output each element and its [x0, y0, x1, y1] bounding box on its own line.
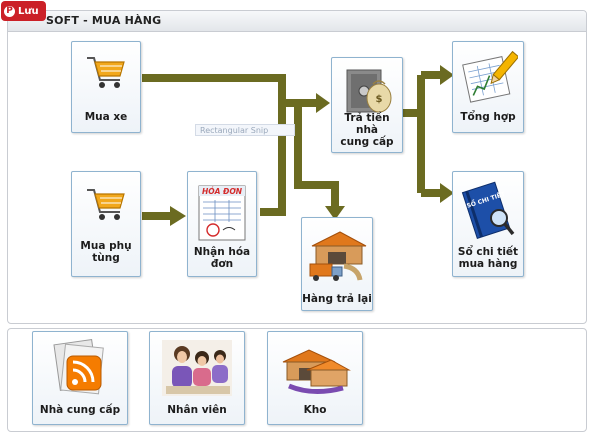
- tong-hop-label: Tổng hợp: [460, 111, 516, 123]
- shopping-cart-icon: [87, 57, 125, 88]
- arrow-mua-xe: [142, 74, 286, 216]
- invoice-title-text: HÓA ĐƠN: [202, 187, 243, 196]
- pinterest-icon: P: [4, 5, 15, 17]
- tra-tien-label-line2: cung cấp: [340, 136, 394, 148]
- save-pin-label: Lưu: [18, 5, 39, 17]
- supplier-rss-icon: [53, 339, 104, 395]
- shopping-cart-icon: [87, 189, 125, 220]
- warehouse-icon: [282, 349, 351, 394]
- tong-hop-button[interactable]: Tổng hợp: [452, 41, 524, 133]
- panel-titlebar: SOFT - MUA HÀNG: [8, 11, 586, 32]
- watermark-text: Rectangular Snip: [200, 126, 269, 135]
- hang-tra-lai-label: Hàng trả lại: [302, 293, 372, 305]
- nha-cung-cap-label: Nhà cung cấp: [39, 404, 121, 416]
- arrowhead-nhan-hoa-don: [170, 206, 186, 226]
- hang-tra-lai-button[interactable]: Hàng trả lại: [301, 217, 373, 311]
- arrow-to-hang-tra-lai: [294, 103, 339, 210]
- report-pencil-icon: [462, 50, 518, 103]
- nhan-hoa-don-button[interactable]: HÓA ĐƠN Nhận hóa đơn: [187, 171, 257, 277]
- so-chi-tiet-label-line1: Sổ chi tiết: [457, 246, 519, 258]
- nhan-vien-button[interactable]: Nhân viên: [149, 331, 245, 425]
- nhan-hoa-don-label-line2: đơn: [210, 258, 234, 270]
- arrowhead-so-chi-tiet: [440, 183, 454, 203]
- mua-phu-tung-label-line1: Mua phụ: [80, 240, 132, 252]
- svg-text:$: $: [376, 94, 383, 105]
- panel-title: SOFT - MUA HÀNG: [46, 14, 162, 27]
- tra-tien-nha-cung-cap-button[interactable]: $ Trả tiền nhà cung cấp: [331, 57, 403, 153]
- return-truck-icon: [309, 231, 367, 281]
- tra-tien-label-line1: Trả tiền nhà: [344, 112, 390, 136]
- invoice-icon: HÓA ĐƠN: [198, 185, 246, 241]
- so-chi-tiet-mua-hang-button[interactable]: SỔ CHI TIẾT Sổ chi tiết mua hàng: [452, 171, 524, 277]
- kho-button[interactable]: Kho: [267, 331, 363, 425]
- arrowhead-tong-hop: [440, 65, 454, 85]
- safe-money-icon: $: [346, 69, 392, 113]
- arrowhead-tra-tien: [316, 93, 330, 113]
- save-pin-button[interactable]: P Lưu: [1, 1, 46, 21]
- mua-phu-tung-button[interactable]: Mua phụ tùng: [71, 171, 141, 277]
- nha-cung-cap-button[interactable]: Nhà cung cấp: [32, 331, 128, 425]
- staff-photo-icon: [162, 340, 232, 396]
- mua-xe-label: Mua xe: [84, 111, 128, 123]
- ledger-magnifier-icon: SỔ CHI TIẾT: [461, 181, 515, 240]
- kho-label: Kho: [303, 404, 327, 416]
- so-chi-tiet-label-line2: mua hàng: [458, 258, 518, 270]
- snip-watermark: Rectangular Snip: [195, 124, 295, 136]
- arrowhead-hang-tra-lai: [325, 206, 345, 220]
- nhan-vien-label: Nhân viên: [167, 404, 227, 416]
- mua-phu-tung-label-line2: tùng: [92, 252, 120, 264]
- nhan-hoa-don-label-line1: Nhận hóa: [193, 246, 251, 258]
- mua-xe-button[interactable]: Mua xe: [71, 41, 141, 133]
